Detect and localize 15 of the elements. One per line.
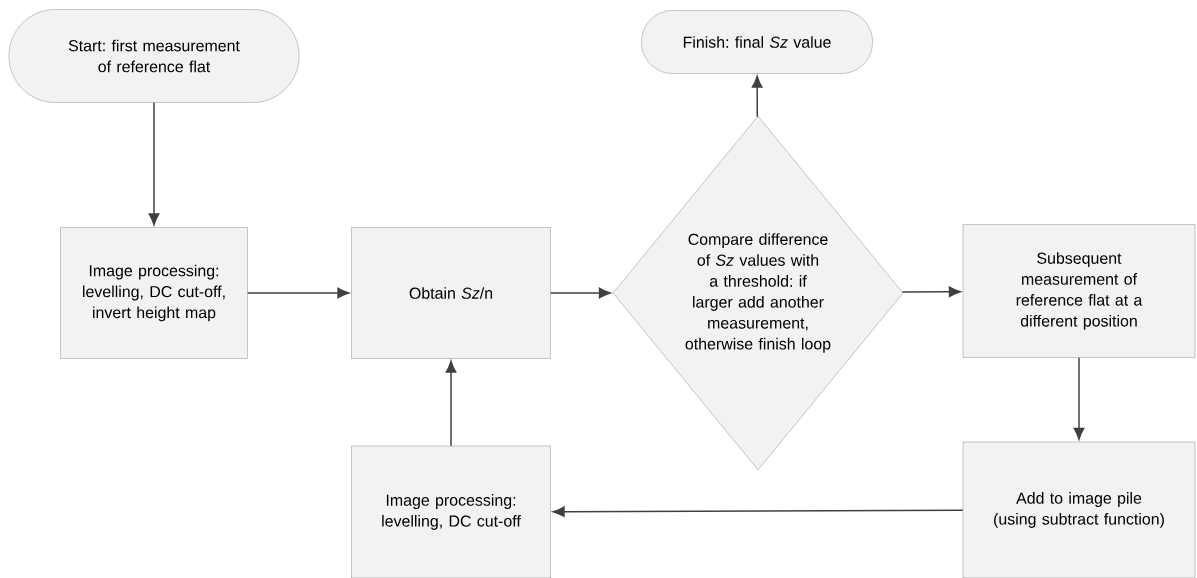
- arrow: [1073, 356, 1085, 440]
- process-box: Image processing: levelling, DC cut-off, invert height map: [60, 227, 248, 359]
- end-terminal: Finish: final Sz value: [641, 10, 873, 74]
- process-box: Image processing: levelling, DC cut-off: [351, 445, 551, 578]
- arrow: [552, 506, 964, 517]
- process-box: Obtain Sz/n: [351, 227, 551, 359]
- process-box: Subsequent measurement of reference flat at a different position: [962, 224, 1196, 358]
- process-box: Add to image pile (using subtract function): [962, 441, 1196, 578]
- arrow: [148, 101, 160, 226]
- arrow: [445, 360, 457, 447]
- arrow: [549, 287, 611, 299]
- arrow: [246, 287, 350, 299]
- arrow: [901, 286, 961, 298]
- start-terminal: Start: first measurement of reference flat: [8, 9, 300, 103]
- arrow: [751, 75, 763, 118]
